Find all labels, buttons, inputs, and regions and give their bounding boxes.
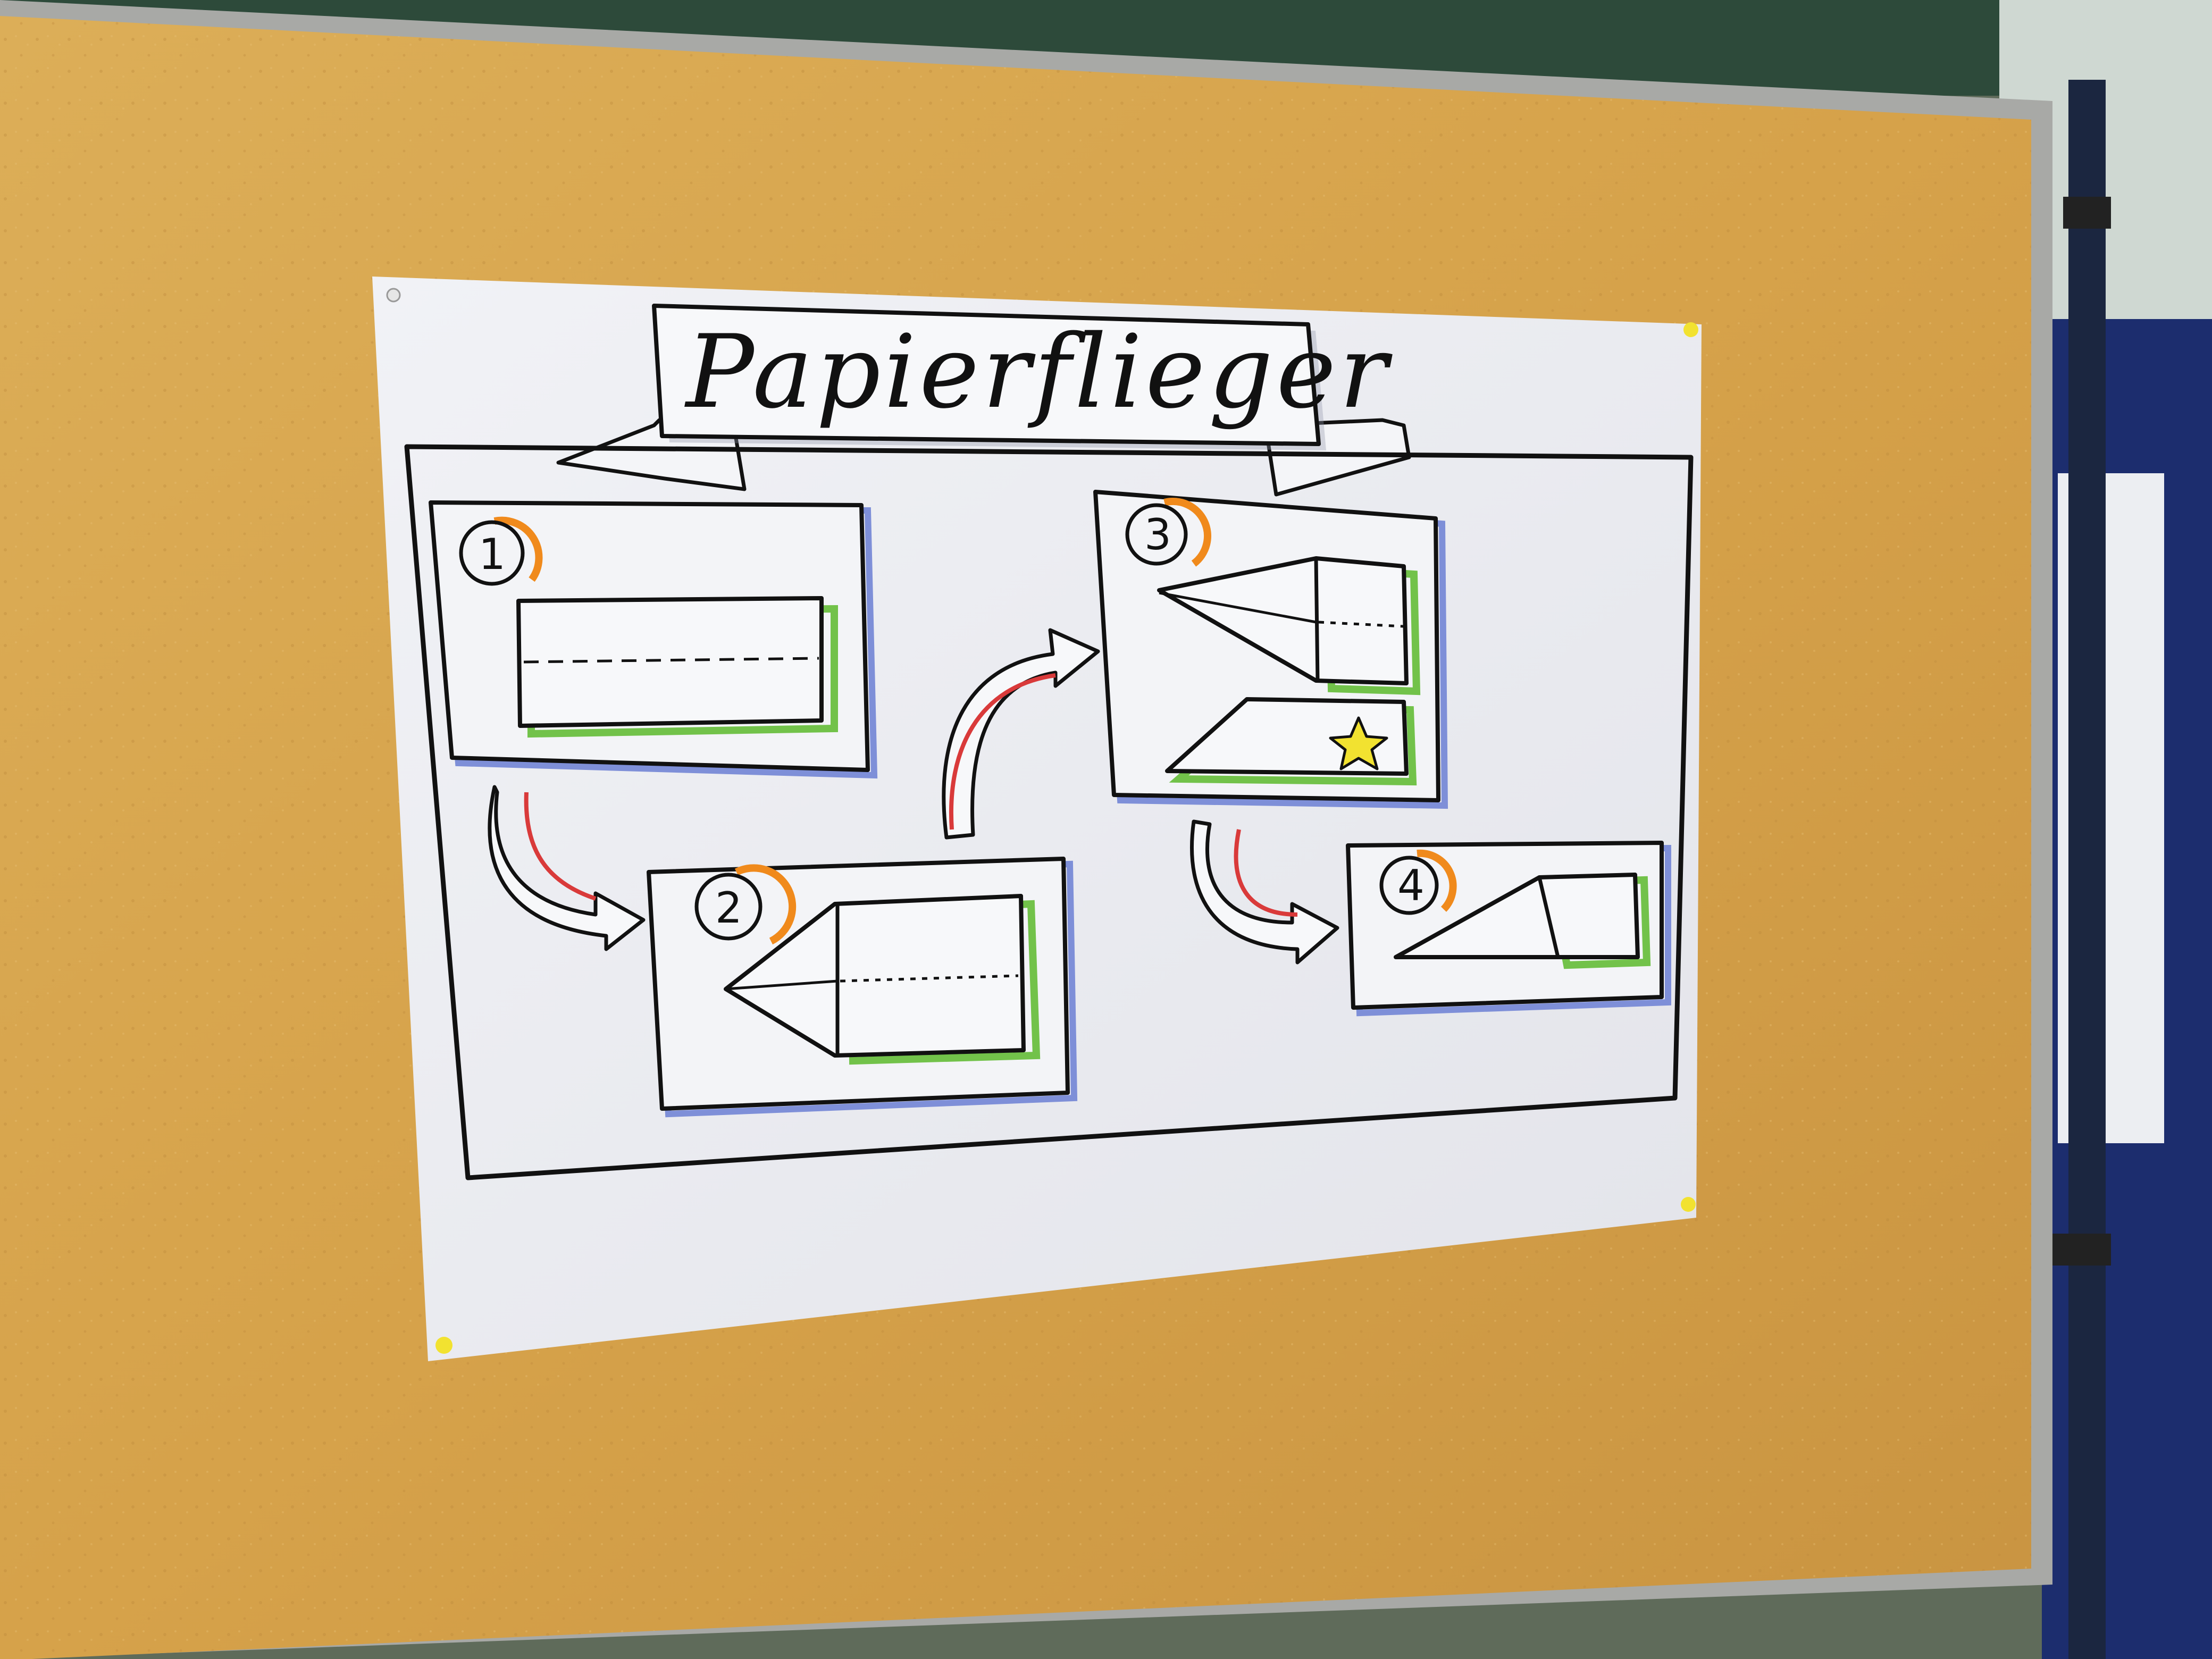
- title-banner: [652, 304, 1321, 446]
- step-4-number: 4: [1397, 861, 1425, 910]
- arrow-icon: [1190, 819, 1339, 965]
- step-3-number: 3: [1144, 510, 1171, 559]
- step-4-number-badge: 4: [1379, 849, 1457, 915]
- step-3-number-badge: 3: [1125, 498, 1211, 567]
- step-4-panel: 4: [1346, 841, 1671, 1017]
- step-1-panel: 1: [429, 500, 878, 779]
- pushpin-icon: [435, 1337, 453, 1354]
- pushpin-icon: [1683, 322, 1698, 337]
- wing-fold-illustration: [1165, 697, 1417, 786]
- board-stand-pole: [2068, 80, 2106, 1659]
- double-folded-illustration: [1157, 556, 1421, 696]
- step-1-number-badge: 1: [459, 516, 543, 586]
- step-2-number: 2: [715, 883, 742, 933]
- folded-tip-illustration: [724, 894, 1041, 1065]
- pole-clamp-bottom: [2052, 1234, 2111, 1266]
- pushpin-icon: [386, 288, 401, 303]
- paper-sheet-illustration: [516, 596, 838, 738]
- star-icon: [1329, 716, 1388, 770]
- pole-clamp-top: [2063, 197, 2111, 229]
- main-diagram-frame: [404, 444, 1694, 1180]
- step-2-number-badge: 2: [694, 864, 797, 945]
- step-2-panel: 2: [647, 857, 1078, 1118]
- paper-plane-illustration: [1394, 873, 1651, 969]
- step-1-number: 1: [479, 530, 506, 579]
- arrow-icon: [942, 628, 1100, 840]
- arrow-icon: [488, 785, 646, 951]
- poster-title: Papierflieger: [684, 313, 1393, 431]
- pushpin-icon: [1681, 1197, 1696, 1212]
- step-3-panel: 3: [1093, 490, 1448, 809]
